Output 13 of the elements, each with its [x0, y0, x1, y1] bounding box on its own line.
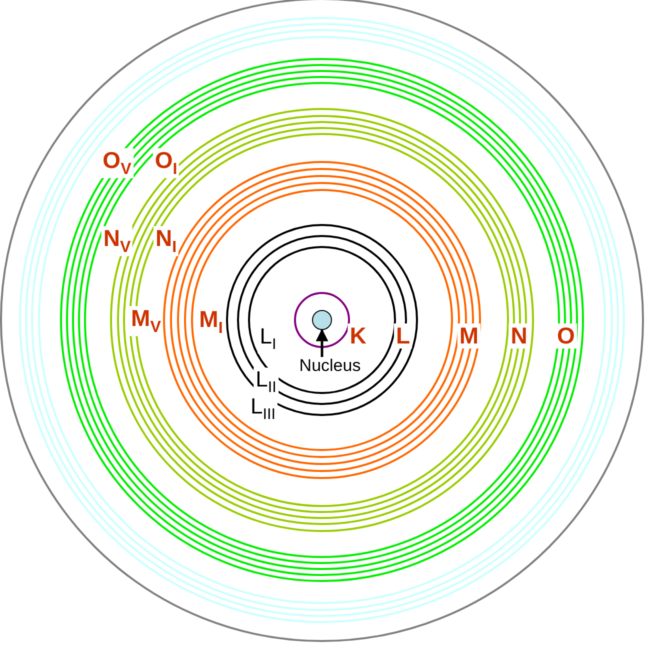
shell-label: M$_{V}$ — [129, 306, 163, 336]
shell-label: O$_{V}$ — [100, 148, 134, 178]
shell-label: N$_{V}$ — [101, 226, 133, 256]
shell-label: L — [394, 324, 412, 348]
nucleus-label: Nucleus — [299, 357, 361, 376]
shell-label: O — [555, 324, 577, 348]
shell-label: L$_{II}$ — [254, 368, 278, 396]
shell-label: M — [457, 324, 481, 348]
leader-arrow — [316, 328, 328, 357]
shell-label: N$_{I}$ — [153, 226, 179, 256]
shell-label: N — [508, 324, 530, 348]
nucleus-circle — [312, 310, 332, 330]
shell-label: O$_{I}$ — [152, 148, 180, 178]
